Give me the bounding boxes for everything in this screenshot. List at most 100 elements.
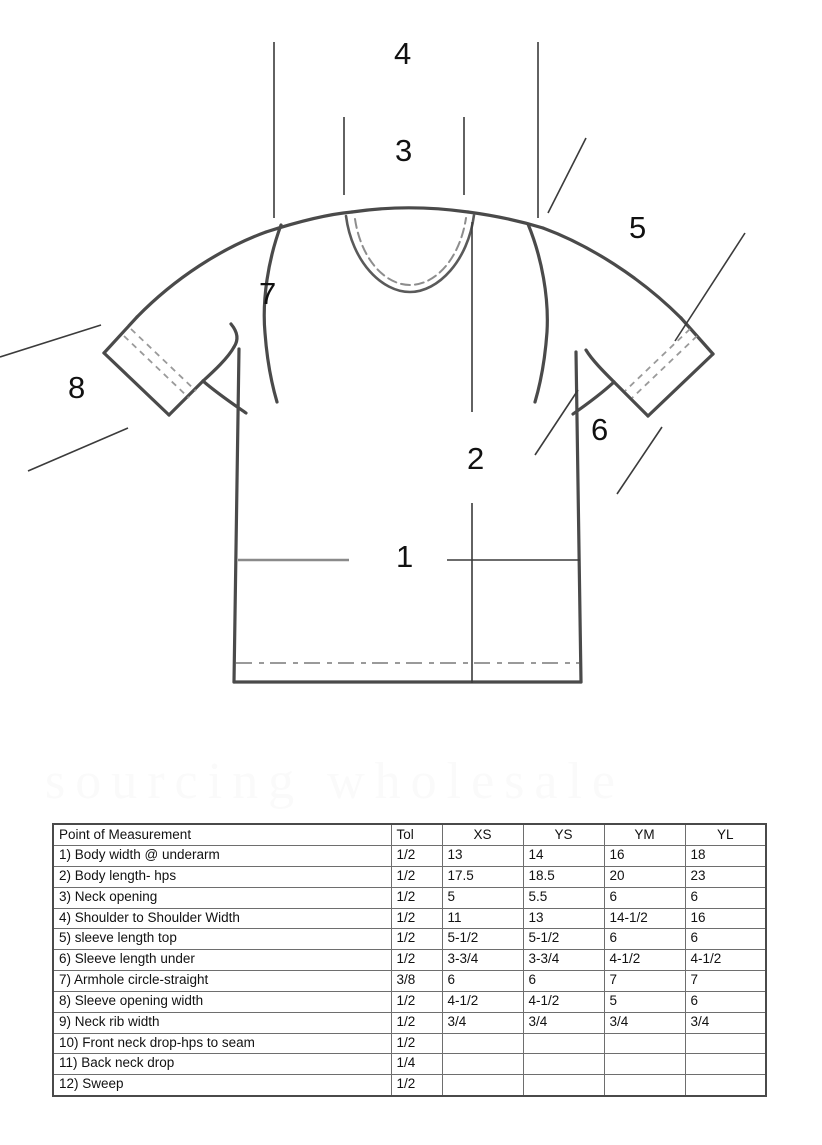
- cell-ys: 18.5: [522, 865, 605, 888]
- cell-xs: 13: [441, 845, 524, 867]
- cell-ys: 4-1/2: [522, 990, 605, 1013]
- cell-ym: 14-1/2: [603, 907, 686, 930]
- cell-xs: [441, 1053, 524, 1076]
- neckline-outer: [344, 213, 476, 294]
- cell-ys: 13: [522, 907, 605, 930]
- cell-pom: 1) Body width @ underarm: [52, 845, 392, 867]
- callout-1-body-width: 1: [396, 539, 414, 574]
- tee-shirt-flat-sketch: [0, 42, 746, 684]
- callout-6-sleeve-length-under: 6: [591, 412, 609, 447]
- cell-xs: 5: [441, 886, 524, 909]
- cell-ym: 5: [603, 990, 686, 1013]
- cell-xs: [441, 1032, 524, 1055]
- cell-ys: 5-1/2: [522, 928, 605, 951]
- cell-yl: 23: [684, 865, 767, 888]
- cell-tol: 1/2: [390, 1074, 443, 1097]
- table-header-row: Point of Measurement Tol XS YS YM YL: [52, 823, 767, 846]
- leader-line-sleeve-top-b: [674, 232, 746, 342]
- cell-ym: 20: [603, 865, 686, 888]
- right-cuff-stitch-a: [631, 335, 698, 399]
- cell-pom: 9) Neck rib width: [52, 1011, 392, 1034]
- leader-line-sleeve-opening-b: [27, 427, 129, 472]
- cell-pom: 6) Sleeve length under: [52, 949, 392, 972]
- technical-drawing: 1 2 3 4 5 6 7 8: [0, 36, 746, 684]
- cell-ys: 5.5: [522, 886, 605, 909]
- cell-xs: 6: [441, 970, 524, 992]
- cell-yl: 18: [684, 845, 767, 867]
- cell-ym: 7: [603, 970, 686, 992]
- cell-tol: 1/2: [390, 1032, 443, 1055]
- callout-2-body-length: 2: [467, 441, 485, 476]
- column-header-xs: XS: [441, 823, 524, 846]
- cell-pom: 2) Body length- hps: [52, 865, 392, 888]
- leader-line-sleeve-under-a: [534, 389, 579, 456]
- leader-line-sleeve-opening-a: [0, 324, 102, 358]
- cell-yl: [684, 1053, 767, 1076]
- cell-pom: 10) Front neck drop-hps to seam: [52, 1032, 392, 1055]
- callout-8-sleeve-opening: 8: [68, 370, 86, 405]
- cell-tol: 1/2: [390, 928, 443, 951]
- cell-xs: 4-1/2: [441, 990, 524, 1013]
- right-cuff-stitch-b: [624, 328, 691, 392]
- cell-yl: 16: [684, 907, 767, 930]
- column-header-tol: Tol: [390, 823, 443, 846]
- cell-ys: 3-3/4: [522, 949, 605, 972]
- cell-ys: [522, 1032, 605, 1055]
- neckline-rib-inner: [354, 217, 467, 287]
- column-header-ym: YM: [603, 823, 686, 846]
- cell-ym: 6: [603, 928, 686, 951]
- cell-yl: 6: [684, 990, 767, 1013]
- leader-line-sleeve-top-a: [547, 137, 587, 214]
- points-of-measurement-table: Point of Measurement Tol XS YS YM YL 1) …: [52, 823, 767, 1098]
- cell-yl: 4-1/2: [684, 949, 767, 972]
- cell-xs: 17.5: [441, 865, 524, 888]
- cell-tol: 1/2: [390, 845, 443, 867]
- cell-pom: 4) Shoulder to Shoulder Width: [52, 907, 392, 930]
- cell-yl: 3/4: [684, 1011, 767, 1034]
- cell-xs: [441, 1074, 524, 1097]
- cell-ys: 14: [522, 845, 605, 867]
- left-cuff-stitch-a: [123, 335, 190, 399]
- cell-xs: 3-3/4: [441, 949, 524, 972]
- cell-tol: 1/2: [390, 949, 443, 972]
- cell-yl: [684, 1074, 767, 1097]
- cell-yl: 7: [684, 970, 767, 992]
- cell-ys: 6: [522, 970, 605, 992]
- cell-ym: [603, 1053, 686, 1076]
- callout-4-shoulder-width: 4: [394, 36, 412, 71]
- cell-ym: 3/4: [603, 1011, 686, 1034]
- spec-table-container: Point of Measurement Tol XS YS YM YL 1) …: [52, 823, 767, 1098]
- cell-xs: 3/4: [441, 1011, 524, 1034]
- cell-pom: 3) Neck opening: [52, 886, 392, 909]
- cell-tol: 1/4: [390, 1053, 443, 1076]
- cell-ys: [522, 1074, 605, 1097]
- cell-tol: 1/2: [390, 990, 443, 1013]
- cell-tol: 1/2: [390, 1011, 443, 1034]
- column-header-ys: YS: [522, 823, 605, 846]
- cell-yl: [684, 1032, 767, 1055]
- cell-ym: 16: [603, 845, 686, 867]
- cell-pom: 11) Back neck drop: [52, 1053, 392, 1076]
- cell-yl: 6: [684, 886, 767, 909]
- cell-yl: 6: [684, 928, 767, 951]
- cell-pom: 5) sleeve length top: [52, 928, 392, 951]
- cell-xs: 11: [441, 907, 524, 930]
- cell-tol: 1/2: [390, 865, 443, 888]
- cell-tol: 3/8: [390, 970, 443, 992]
- column-header-point-of-measurement: Point of Measurement: [52, 823, 392, 846]
- cell-ym: [603, 1074, 686, 1097]
- cell-pom: 7) Armhole circle-straight: [52, 970, 392, 992]
- background-watermark: sourcing wholesale: [45, 753, 626, 810]
- cell-ym: 4-1/2: [603, 949, 686, 972]
- cell-ym: 6: [603, 886, 686, 909]
- leader-line-sleeve-under-b: [616, 426, 663, 495]
- cell-tol: 1/2: [390, 886, 443, 909]
- cell-ys: [522, 1053, 605, 1076]
